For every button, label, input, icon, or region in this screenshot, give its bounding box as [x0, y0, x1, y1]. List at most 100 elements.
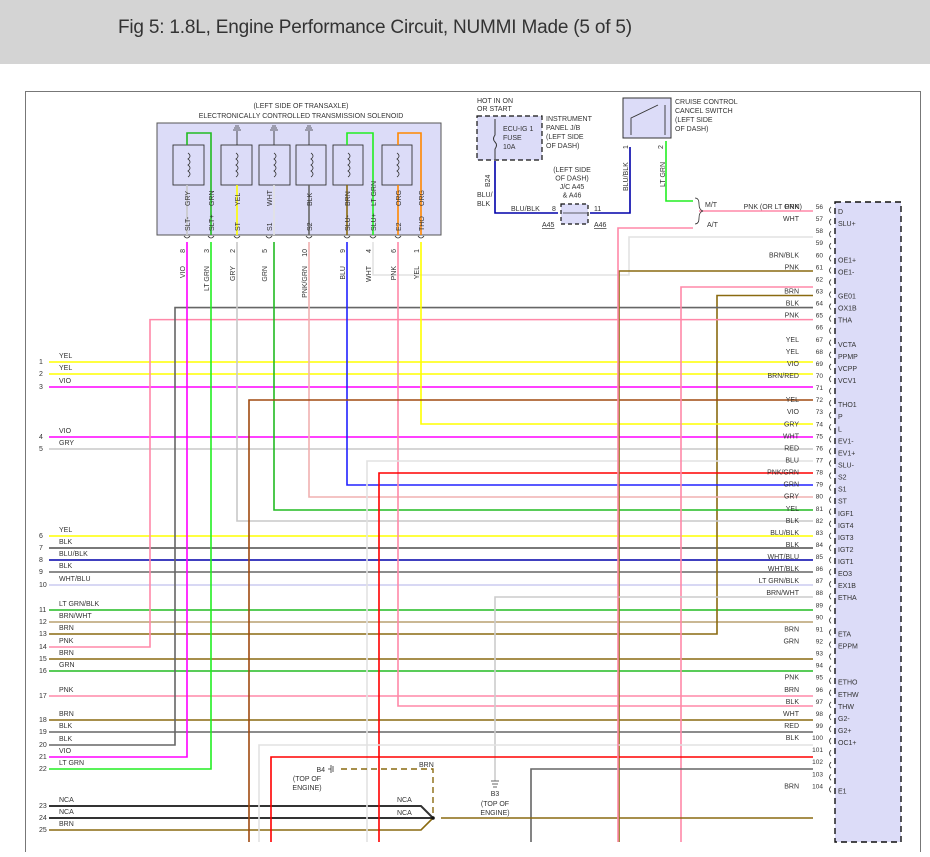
ecm-wire-color-label: BRN [784, 288, 799, 295]
ecm-pin-socket [829, 315, 832, 322]
solenoid-name: ELECTRONICALLY CONTROLLED TRANSMISSION S… [199, 113, 404, 120]
left-wire-number: 18 [39, 717, 47, 724]
ecm-wire-color-label: WHT/BLU [768, 554, 800, 561]
ecm-wire-color-label: BRN [784, 626, 799, 633]
ecm-pin-socket [829, 725, 832, 733]
left-wire-number: 20 [39, 742, 47, 749]
instrument-panel-label: PANEL J/B [546, 125, 581, 132]
solenoid-terminal [394, 235, 402, 239]
solenoid-wire-color-label: WHT [366, 265, 373, 282]
ecm-terminal-label: L [838, 426, 842, 433]
fuse-label: ECU-IG 1 [503, 126, 533, 133]
cruise-switch-label: CANCEL SWITCH [675, 108, 733, 115]
ecm-pin-socket [829, 206, 832, 214]
solenoid-wire-color-label: GRN [262, 266, 269, 282]
junction-label: (LEFT SIDE [553, 167, 591, 174]
ecm-terminal-label: EX1B [838, 583, 856, 590]
ecm-terminal-label: VCV1 [838, 378, 856, 385]
wire-cruise-at [617, 227, 693, 842]
ecm-pin-socket [829, 375, 832, 383]
ecm-pin-number: 76 [816, 445, 824, 452]
ecm-pin-socket [829, 484, 832, 491]
ecm-wire-color-label: YEL [786, 337, 799, 344]
ecm-wire-color-label: WHT [783, 433, 800, 440]
ecm-pin-number: 81 [816, 506, 824, 513]
fuse-hot-label: HOT IN ON [477, 98, 513, 105]
ecm-wire-color-label: GRY [784, 494, 799, 501]
ecm-pin-number: 73 [816, 409, 824, 416]
ground-b3-icon [491, 780, 499, 788]
ecm-terminal-label: IGT2 [838, 547, 854, 554]
left-wire-color-label: YEL [59, 527, 72, 534]
left-wire-color-label: BLK [59, 723, 73, 730]
ecm-wire-color-label: BRN/WHT [766, 590, 799, 597]
solenoid-internal-wire-label: YEL [235, 193, 242, 206]
fuse-pin-label: B24 [485, 174, 492, 187]
ecm-pin-socket [829, 689, 832, 697]
solenoid-pin-label: ST [235, 221, 242, 231]
ecm-terminal-label: OX1B [838, 306, 857, 313]
solenoid-pin-label: S1 [267, 222, 274, 231]
ecm-terminal-label: ETHA [838, 595, 857, 602]
cruise-switch-box [622, 97, 672, 139]
ecm-pin-socket [829, 387, 832, 395]
ecm-terminal-label: GE01 [838, 293, 856, 300]
ground-b3-location: ENGINE) [480, 810, 509, 817]
ground-b3-label: B3 [491, 791, 500, 798]
cruise-pin-2: 2 [658, 145, 665, 149]
ecm-wire-color-label: GRN [783, 639, 799, 646]
wire-oe1-minus [680, 286, 813, 842]
ecm-pin-number: 56 [816, 204, 824, 211]
ecm-pin-socket [829, 423, 832, 431]
ecm-pin-number: 66 [816, 325, 824, 332]
ecm-pin-number: 79 [816, 482, 824, 489]
ecm-wire-color-label: PNK [785, 204, 800, 211]
solenoid-terminal [265, 235, 273, 239]
ecm-wire-color-label: PNK [785, 264, 800, 271]
ecm-pin-number: 95 [816, 675, 824, 682]
ecm-terminal-label: OC1+ [838, 740, 856, 747]
ecm-wire-color-label: BLK [786, 699, 800, 706]
figure-header: Fig 5: 1.8L, Engine Performance Circuit,… [0, 0, 930, 64]
ecm-pin-number: 82 [816, 518, 824, 525]
left-wire-number: 6 [39, 533, 43, 540]
ecm-wire-color-label: GRY [784, 421, 799, 428]
ecm-pin-socket [829, 774, 832, 781]
ecm-pin-number: 94 [816, 663, 824, 670]
left-wire-number: 16 [39, 668, 47, 675]
left-wire-color-label: NCA [59, 809, 74, 816]
coil-icon [273, 152, 277, 178]
solenoid-internal-wire-label: ORG [419, 190, 426, 206]
solenoid-wire-number: 6 [391, 249, 398, 253]
left-wire-number: 12 [39, 619, 47, 626]
ecm-pin-socket [829, 544, 832, 552]
cruise-switch-label: CRUISE CONTROL [675, 99, 738, 106]
ecm-pin-number: 77 [816, 457, 824, 464]
ecm-pin-number: 84 [816, 542, 824, 549]
ecm-terminal-label: S1 [838, 487, 847, 494]
ecm-wire-color-label: PNK [785, 313, 800, 320]
ecm-wire-color-label: BLU/BLK [770, 530, 799, 537]
ecm-pin-socket [829, 303, 832, 310]
left-wire-number: 24 [39, 815, 47, 822]
figure-title: Fig 5: 1.8L, Engine Performance Circuit,… [118, 17, 632, 38]
fuse-hot-label: OR START [477, 106, 512, 113]
wire-solenoid-e2 [397, 242, 813, 707]
ecm-terminal-label: SLU+ [838, 221, 856, 228]
coil-icon [235, 152, 239, 178]
switch-icon [630, 104, 666, 135]
ecm-pin-socket [829, 351, 832, 359]
ecm-pin-socket [829, 786, 832, 793]
left-wire-color-label: GRN [59, 662, 75, 669]
ecm-wire-note: (OR LT GRN) [760, 204, 802, 211]
ecm-wire-color-label: PNK [744, 204, 759, 211]
ecm-terminal-label: EO3 [838, 571, 852, 578]
cruise-wire-1-label: BLU/BLK [623, 162, 630, 191]
ecm-pin-socket [829, 279, 832, 286]
ecm-pin-number: 104 [812, 783, 823, 790]
ecm-pin-socket [829, 761, 832, 769]
left-wire-number: 10 [39, 582, 47, 589]
solenoid-wire-number: 8 [180, 249, 187, 253]
mt-label: M/T [705, 202, 718, 209]
